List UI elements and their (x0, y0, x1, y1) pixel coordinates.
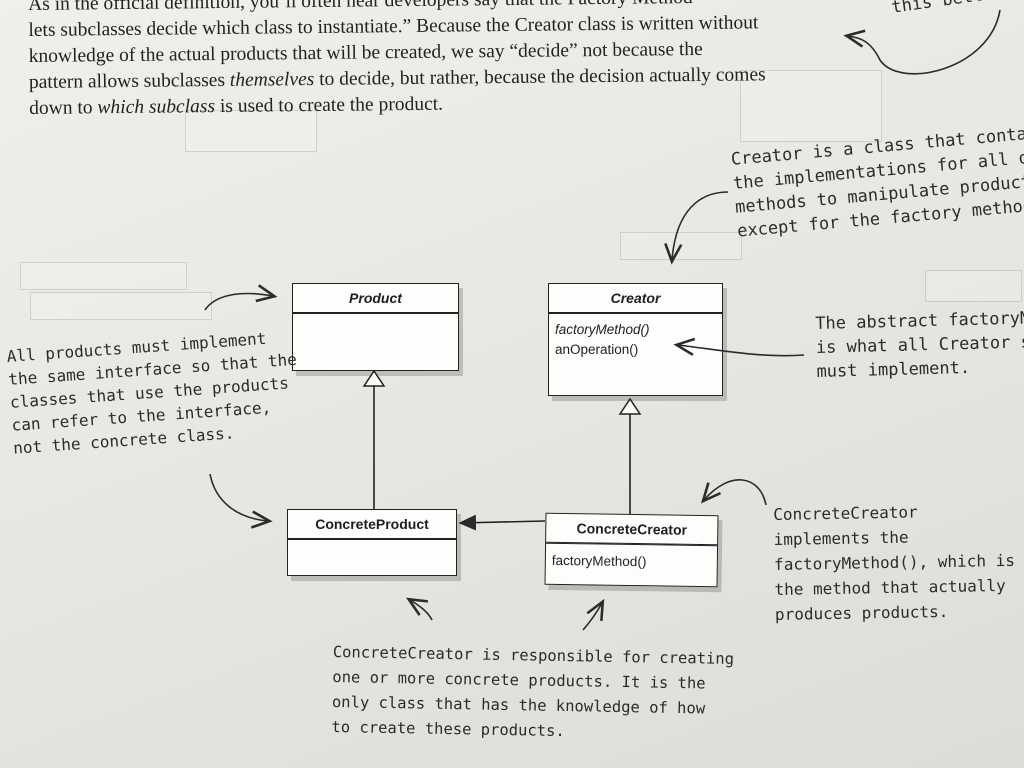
class-name: Product (293, 284, 458, 313)
creator-note-arrow (664, 191, 729, 265)
products-note-arrow-top (204, 284, 278, 311)
class-operations: factoryMethod() anOperation() (549, 314, 722, 364)
operation-an-operation: anOperation() (555, 342, 639, 357)
ghost-box (925, 270, 1022, 302)
products-interface-note: All products must implement the same int… (6, 328, 298, 458)
class-attributes (288, 539, 456, 540)
class-name: ConcreteProduct (288, 510, 456, 539)
products-note-arrow-bottom (209, 473, 273, 529)
class-attributes (549, 313, 722, 314)
corner-curl-arrow (843, 9, 1001, 75)
concrete-creator-responsible-note: ConcreteCreator is responsible for creat… (331, 642, 735, 741)
inheritance-triangle-creator (618, 397, 642, 415)
class-name: Creator (549, 284, 722, 313)
ghost-box (185, 110, 317, 152)
ghost-box (740, 70, 882, 142)
inheritance-triangle-product (362, 369, 386, 387)
concrete-creator-implements-note: ConcreteCreator implements the factoryMe… (773, 502, 1016, 624)
concrete-creator-note-arrow (700, 479, 767, 506)
concrete-product-class: ConcreteProduct (287, 509, 457, 576)
class-attributes (293, 313, 458, 314)
operation-factory-method: factoryMethod() (555, 322, 650, 337)
responsible-note-arrow-right (582, 598, 605, 631)
product-class: Product (292, 283, 459, 371)
creator-class: Creator factoryMethod() anOperation() (548, 283, 723, 396)
abstract-note-arrow (673, 337, 805, 357)
responsible-note-arrow-left (405, 597, 433, 621)
abstract-factory-method-note: The abstract factoryM is what all Creato… (815, 308, 1024, 382)
ghost-box (30, 292, 212, 320)
creates-arrow (458, 514, 546, 531)
ghost-box (20, 262, 187, 290)
